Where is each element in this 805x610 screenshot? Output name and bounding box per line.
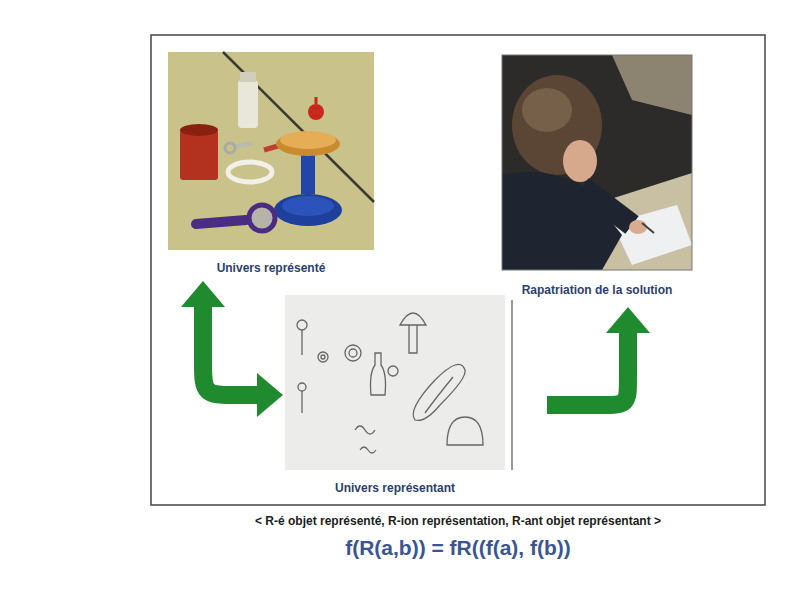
table-edge [223,52,374,202]
child-arm [582,187,632,225]
wooden-cap [276,132,340,156]
red-key [264,146,278,150]
child-hand [629,220,647,234]
child-photo [502,55,692,270]
photo-ground [502,55,692,270]
doodle [321,355,325,359]
doodle [360,447,376,453]
blue-funnel [274,194,342,226]
outer-frame [151,35,765,505]
curved-arrow [547,333,628,405]
key [234,143,252,147]
arrowhead [181,281,225,307]
arrow-group [547,307,650,405]
white-ring [228,162,272,182]
panel-caption: Rapatriation de la solution [500,282,694,298]
pencil [642,223,654,233]
doodle [297,320,307,330]
red-cup-top [180,124,218,136]
doodle [413,364,465,420]
doodle [447,417,483,445]
magnifier-lens [249,205,275,231]
doodle [425,377,453,413]
photo-panel: Univers représenté [166,52,376,281]
doodle [301,330,302,355]
wooden-cap-top [280,131,336,149]
arrowhead [606,307,650,333]
doodle [371,353,386,395]
doodle [318,352,328,362]
panel-caption: Univers représenté [166,260,376,276]
key-ring [225,143,235,153]
child-sweater [502,172,622,270]
red-top-tip [315,97,318,104]
legend-note: < R-é objet représenté, R-ion représenta… [151,514,765,528]
photo-border [502,55,692,270]
doodle [355,426,375,434]
red-cup [180,130,218,180]
sketch-panel: Univers représentant [283,295,547,501]
blue-stand [301,150,315,194]
blue-funnel-rim [282,196,334,216]
table-surface [168,52,374,250]
formula: f(R(a,b)) = fR((f(a), f(b)) [151,536,765,560]
arrow-group [181,281,283,417]
doodle [345,345,361,361]
objects-photo [168,52,374,250]
pencil-drawings [297,313,483,453]
pill-bottle [238,80,258,128]
hair-highlight [522,88,572,132]
doodle [301,391,302,413]
curved-arrow [203,307,257,395]
doodle [388,366,398,376]
background-wall [612,55,692,115]
panel-caption: Univers représentant [283,480,507,496]
magnifier-handle [196,220,246,224]
child-face [563,140,597,182]
doodle [409,325,417,353]
doodle [400,313,426,325]
photo-panel: Rapatriation de la solution [500,55,694,303]
sketch-paper [285,295,505,470]
bottle-cap [240,72,256,82]
arrowhead [257,373,283,417]
separator-line [511,300,512,470]
doodle [298,383,306,391]
doodle [349,349,357,357]
red-top [308,104,324,120]
child-sketch [285,295,505,470]
